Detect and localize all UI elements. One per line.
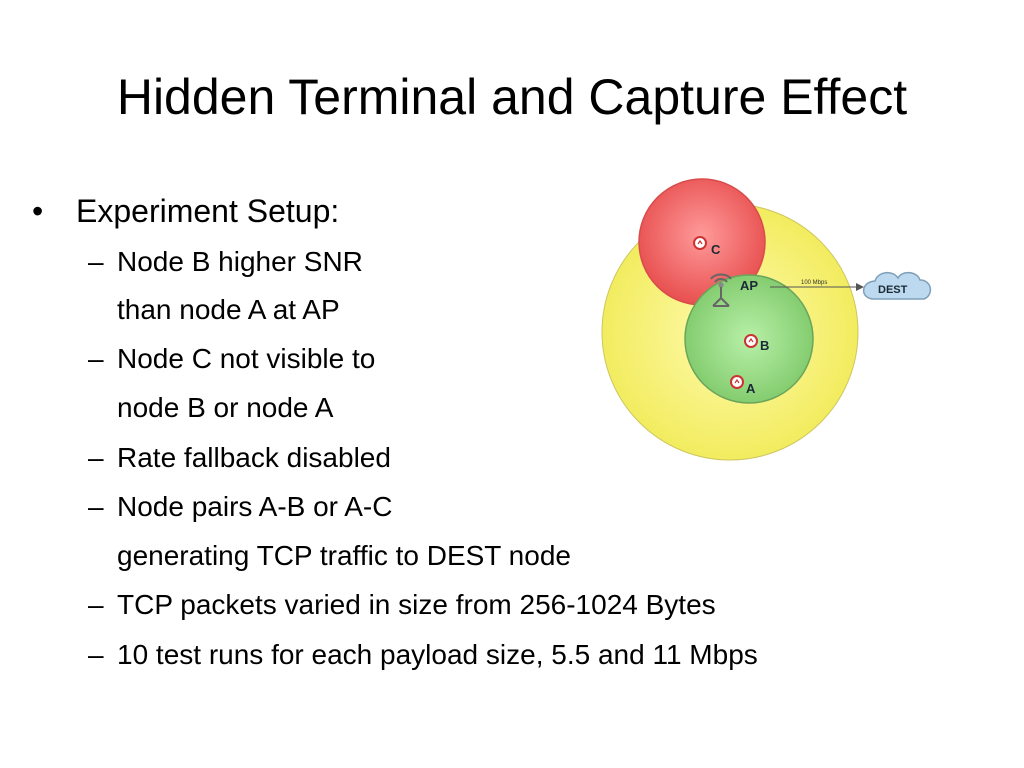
slide-title: Hidden Terminal and Capture Effect (116, 69, 908, 125)
sub-bullet-marker: – (88, 639, 104, 670)
sub-bullet-text: generating TCP traffic to DEST node (117, 540, 571, 571)
bullet-text: Experiment Setup: (76, 193, 340, 229)
wireless-node-c-icon (693, 236, 707, 250)
access-point-antenna-icon (710, 273, 732, 307)
sub-bullet-marker: – (88, 589, 104, 620)
wireless-node-a-icon (730, 375, 744, 389)
wireless-node-b-icon (744, 334, 758, 348)
sub-bullet-text: Node pairs A-B or A-C (117, 491, 393, 522)
ap-label: AP (740, 278, 758, 293)
network-diagram-svg: C AP 100 Mbps DEST B A (601, 178, 932, 461)
network-diagram: C AP 100 Mbps DEST B A (590, 175, 940, 495)
dest-label: DEST (878, 284, 908, 296)
link-arrowhead (856, 283, 864, 291)
sub-bullet-marker: – (88, 246, 104, 277)
sub-bullet-text: Rate fallback disabled (117, 442, 391, 473)
sub-bullet-marker: – (88, 442, 104, 473)
sub-bullet-text: than node A at AP (117, 294, 340, 325)
node-b-label: B (760, 338, 769, 353)
sub-bullet-text: node B or node A (117, 392, 334, 423)
bullet-marker: • (32, 193, 44, 229)
sub-bullet-text: Node B higher SNR (117, 246, 363, 277)
sub-bullet-marker: – (88, 343, 104, 374)
sub-bullet-text: 10 test runs for each payload size, 5.5 … (117, 639, 758, 670)
sub-bullet-continuation: generating TCP traffic to DEST node (117, 538, 571, 574)
node-c-label: C (711, 242, 721, 257)
sub-bullet-marker: – (88, 491, 104, 522)
sub-bullet-text: TCP packets varied in size from 256-1024… (117, 589, 716, 620)
sub-bullet-continuation: than node A at AP (117, 292, 340, 328)
dest-cloud-icon (862, 271, 932, 300)
link-speed-label: 100 Mbps (801, 280, 827, 286)
sub-bullet-continuation: node B or node A (117, 390, 333, 426)
node-a-label: A (746, 381, 756, 396)
sub-bullet-text: Node C not visible to (117, 343, 376, 374)
